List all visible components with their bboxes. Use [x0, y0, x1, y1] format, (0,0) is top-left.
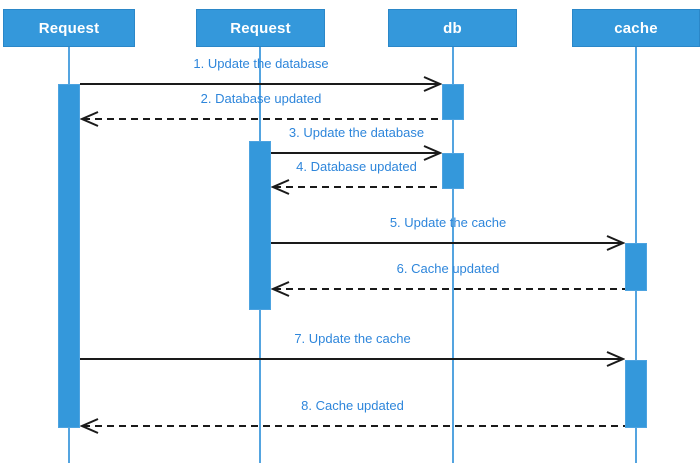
- message-label: 8. Cache updated: [301, 398, 404, 413]
- dashed-arrow-left-icon: [271, 179, 442, 195]
- solid-arrow-right-icon: [80, 351, 625, 367]
- message-label: 5. Update the cache: [389, 215, 507, 230]
- message-3: 3. Update the database: [271, 124, 442, 162]
- message-label: 2. Database updated: [200, 91, 322, 106]
- message-2: 2. Database updated: [80, 90, 442, 128]
- message-5: 5. Update the cache: [271, 214, 625, 252]
- message-label: 6. Cache updated: [396, 261, 500, 276]
- dashed-arrow-left-icon: [80, 111, 442, 127]
- message-label: 1. Update the database: [193, 56, 329, 71]
- message-1: 1. Update the database: [80, 55, 442, 93]
- message-label: 7. Update the cache: [294, 331, 411, 346]
- dashed-arrow-left-icon: [271, 281, 625, 297]
- actor-request-1: Request: [3, 9, 135, 47]
- lifeline-db: [452, 47, 454, 463]
- activation-bar-request-1: [58, 84, 80, 428]
- activation-bar-cache-1: [625, 243, 647, 291]
- message-7: 7. Update the cache: [80, 330, 625, 368]
- activation-bar-db-1: [442, 84, 464, 120]
- actor-label: Request: [38, 19, 100, 37]
- message-4: 4. Database updated: [271, 158, 442, 196]
- solid-arrow-right-icon: [271, 235, 625, 251]
- actor-request-2: Request: [196, 9, 325, 47]
- solid-arrow-right-icon: [271, 145, 442, 161]
- activation-bar-request-2: [249, 141, 271, 310]
- actor-label: Request: [230, 19, 291, 37]
- message-8: 8. Cache updated: [80, 397, 625, 435]
- message-label: 3. Update the database: [288, 125, 425, 140]
- message-label: 4. Database updated: [296, 159, 417, 174]
- actor-cache: cache: [572, 9, 700, 47]
- actor-label: cache: [614, 19, 658, 37]
- activation-bar-cache-2: [625, 360, 647, 428]
- activation-bar-db-2: [442, 153, 464, 189]
- message-6: 6. Cache updated: [271, 260, 625, 298]
- solid-arrow-right-icon: [80, 76, 442, 92]
- actor-label: db: [443, 19, 462, 37]
- actor-db: db: [388, 9, 517, 47]
- dashed-arrow-left-icon: [80, 418, 625, 434]
